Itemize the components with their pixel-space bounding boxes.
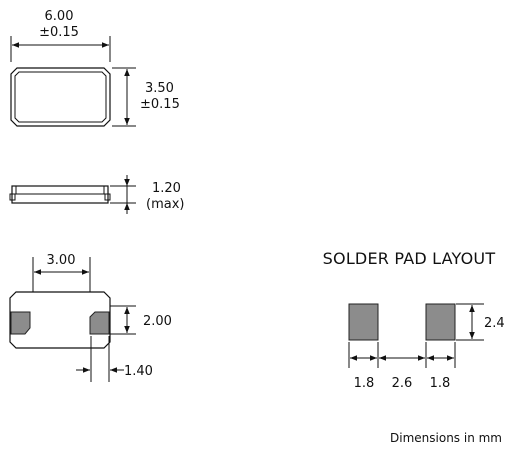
pad-pitch-value: 3.00: [47, 253, 76, 268]
bottom-pad-left: [10, 311, 31, 335]
pad-height-value: 2.00: [143, 314, 172, 329]
solder-pad-layout-title: SOLDER PAD LAYOUT: [323, 249, 496, 268]
bottom-pad-right: [89, 311, 110, 335]
units-note: Dimensions in mm: [390, 431, 502, 445]
solder-pad-gap-value: 2.6: [392, 376, 413, 391]
solder-pad-left-width-value: 1.8: [354, 376, 375, 391]
solder-pad-left: [348, 303, 379, 341]
top-height-tolerance: ±0.15: [140, 97, 180, 112]
top-width-value: 6.00: [45, 9, 74, 24]
bottom-view: 3.00 2.00 1.40: [9, 253, 172, 382]
top-height-value: 3.50: [145, 81, 174, 96]
package-bottom-outline: [9, 291, 111, 349]
thickness-note: (max): [146, 197, 184, 212]
pad-width-value: 1.40: [124, 364, 153, 379]
solder-pad-right: [425, 303, 456, 341]
top-view: 6.00 ±0.15 3.50 ±0.15: [10, 9, 180, 127]
side-view: 1.20 (max): [9, 175, 184, 214]
solder-pad-right-width-value: 1.8: [430, 376, 451, 391]
package-top-outline: [10, 67, 111, 127]
thickness-value: 1.20: [152, 181, 181, 196]
top-width-tolerance: ±0.15: [39, 25, 79, 40]
solder-pad-height-value: 2.4: [484, 316, 505, 331]
solder-pad-layout: SOLDER PAD LAYOUT 2.4 1.8 2.6 1.8: [323, 249, 505, 391]
